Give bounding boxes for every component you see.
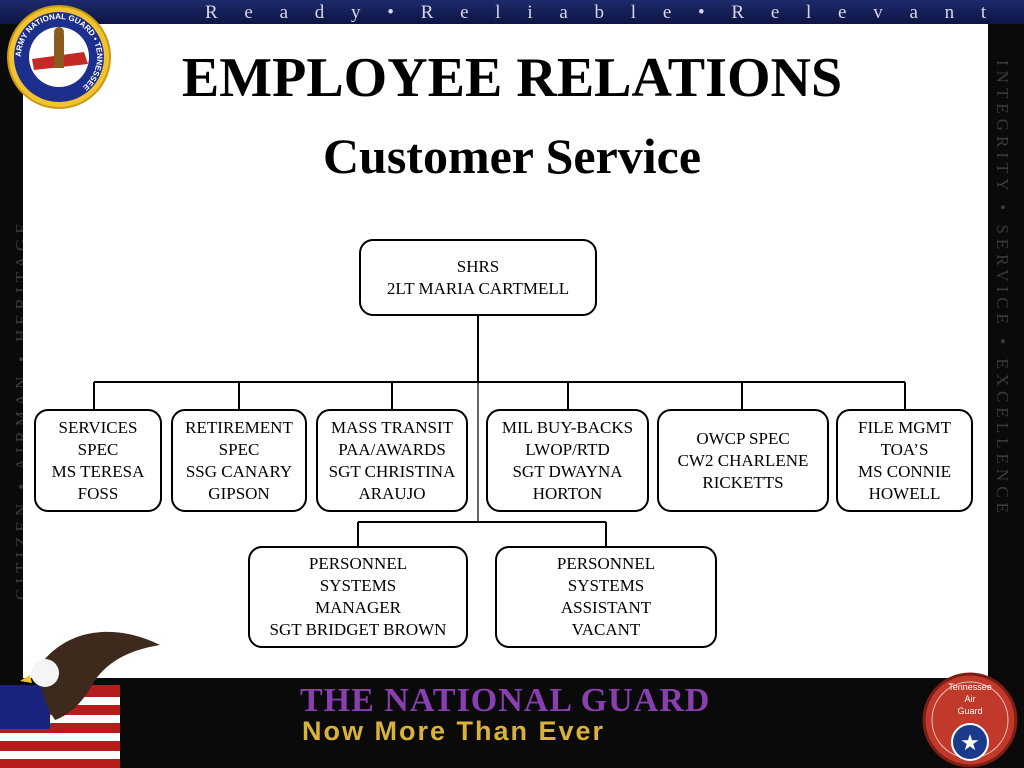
tennessee-guard-seal-icon: ARMY NATIONAL GUARD • TENNESSEE bbox=[7, 5, 111, 109]
org-box-line: PERSONNEL bbox=[308, 554, 408, 573]
org-box-line: PAA/AWARDS bbox=[338, 439, 446, 459]
org-box-line: LWOP/RTD bbox=[525, 439, 610, 459]
svg-text:★: ★ bbox=[960, 731, 980, 756]
org-box-line: VACANT bbox=[571, 620, 641, 639]
org-box-line: MIL BUY-BACKS bbox=[501, 417, 634, 437]
top-banner: R e a d y • R e l i a b l e • R e l e v … bbox=[0, 0, 1024, 24]
org-box-line: SYSTEMS bbox=[319, 576, 397, 595]
tennessee-air-guard-badge-icon: Tennessee Air Guard ★ bbox=[922, 672, 1018, 768]
org-box-line: SGT DWAYNA bbox=[512, 461, 623, 481]
org-box-line: MS CONNIE bbox=[857, 461, 952, 481]
org-box-line: MANAGER bbox=[315, 598, 401, 617]
footer-line1: THE NATIONAL GUARD bbox=[300, 682, 711, 719]
org-box-level2-2: PERSONNEL SYSTEMS ASSISTANT VACANT bbox=[495, 546, 717, 648]
org-box-line: MASS TRANSIT bbox=[330, 417, 454, 437]
badge-line-2: Air bbox=[965, 694, 976, 704]
org-box-line: RICKETTS bbox=[702, 472, 784, 492]
badge-line-3: Guard bbox=[957, 706, 982, 716]
org-box-line: FOSS bbox=[77, 483, 119, 503]
org-box-line: TOA’S bbox=[880, 439, 929, 459]
org-box-line: SSG CANARY bbox=[185, 461, 293, 481]
org-box-line: GIPSON bbox=[208, 483, 270, 503]
org-box-line: MS TERESA bbox=[51, 461, 145, 481]
org-box-line: 2LT MARIA CARTMELL bbox=[386, 278, 570, 298]
slide-title: EMPLOYEE RELATIONS bbox=[181, 47, 843, 109]
badge-line-1: Tennessee bbox=[948, 682, 992, 692]
org-box-line: SPEC bbox=[218, 439, 260, 459]
footer-line2: Now More Than Ever bbox=[302, 716, 606, 746]
org-box-line: SERVICES bbox=[58, 417, 138, 437]
org-box-level2-1: PERSONNEL SYSTEMS MANAGER SGT BRIDGET BROWN bbox=[248, 546, 468, 648]
org-box-line: PERSONNEL bbox=[556, 554, 656, 573]
org-box-line: OWCP SPEC bbox=[696, 428, 790, 448]
org-box-line: SGT CHRISTINA bbox=[328, 461, 456, 481]
org-box-line: HORTON bbox=[532, 483, 603, 503]
eagle-flag-icon bbox=[0, 631, 160, 768]
org-box-line: SGT BRIDGET BROWN bbox=[269, 620, 447, 639]
org-box-line: SPEC bbox=[77, 439, 119, 459]
slide-subtitle: Customer Service bbox=[322, 128, 702, 184]
org-box-line: SYSTEMS bbox=[567, 576, 645, 595]
motto-text: R e a d y • R e l i a b l e • R e l e v … bbox=[205, 2, 998, 23]
org-box-line: ARAUJO bbox=[358, 483, 426, 503]
org-box-line: RETIREMENT bbox=[185, 417, 293, 437]
org-box-line: SHRS bbox=[456, 256, 500, 276]
org-box-line: CW2 CHARLENE bbox=[677, 450, 809, 470]
org-box-line: FILE MGMT bbox=[857, 417, 952, 437]
org-box-line: ASSISTANT bbox=[560, 598, 652, 617]
org-box-line: HOWELL bbox=[868, 483, 941, 503]
